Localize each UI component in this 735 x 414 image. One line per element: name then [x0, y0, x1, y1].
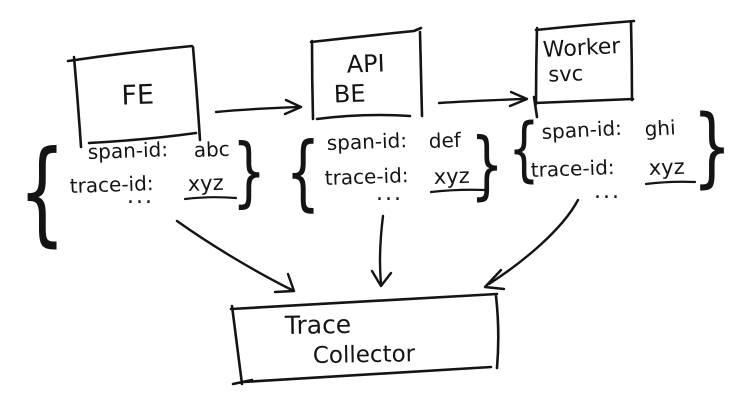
worker-trace-id-value: xyz [648, 155, 685, 180]
fe-trace-id-underline [183, 196, 238, 201]
fe-span-id-label: span-id: [87, 137, 168, 164]
fe-to-collector-arrow-line [175, 219, 294, 292]
api-be-box-outline [309, 26, 424, 121]
edge-api-to-worker [437, 90, 529, 108]
worker-svc-box-label-line1: Worker [542, 34, 622, 63]
node-worker-svc: Worker svc { } span-id: ghi trace-id: xy… [508, 19, 732, 204]
api-to-collector-arrowhead [370, 269, 393, 288]
fe-annotation-close-brace-icon: } [232, 128, 266, 216]
node-api-be: API BE { } span-id: def trace-id: xyz ..… [286, 26, 504, 221]
trace-collector-box-outline [229, 292, 500, 386]
worker-ellipsis: ... [594, 179, 621, 204]
api-annotation-open-brace-icon: { [286, 125, 321, 220]
fe-box-outline [66, 44, 202, 149]
fe-to-collector-arrowhead [273, 272, 296, 294]
edge-fe-to-collector [175, 219, 296, 294]
api-ellipsis: ... [376, 181, 403, 206]
worker-annotation-close-brace-icon: } [692, 97, 731, 197]
api-be-box-label-line2: BE [333, 79, 366, 108]
edge-fe-to-api [214, 98, 303, 116]
worker-annotation-open-brace-icon: { [508, 109, 539, 190]
fe-trace-id-value: xyz [187, 171, 224, 196]
fe-ellipsis: ... [127, 184, 154, 209]
api-to-worker-arrow-line [437, 97, 525, 105]
fe-span-id-value: abc [193, 137, 230, 162]
worker-to-collector-arrowhead [483, 268, 506, 291]
api-span-id-label: span-id: [326, 128, 407, 155]
worker-span-id-label: span-id: [541, 116, 622, 144]
api-span-id-value: def [428, 128, 462, 153]
fe-annotation-open-brace-icon: { [18, 126, 66, 258]
api-to-collector-arrow-line [378, 214, 385, 286]
node-trace-collector: Trace Collector [229, 292, 500, 386]
worker-svc-box-label-line2: svc [548, 61, 584, 86]
api-trace-id-underline [429, 188, 487, 194]
fe-box-label: FE [121, 79, 155, 111]
worker-svc-box-outline [532, 19, 636, 119]
worker-trace-id-label: trace-id: [530, 155, 615, 182]
api-trace-id-value: xyz [433, 164, 470, 189]
api-trace-id-label: trace-id: [324, 163, 409, 190]
fe-to-api-arrow-line [214, 105, 300, 114]
worker-span-id-value: ghi [644, 115, 676, 141]
fe-trace-id-label: trace-id: [69, 171, 154, 198]
trace-collector-label-line2: Collector [313, 341, 416, 369]
api-to-worker-arrowhead [508, 90, 529, 108]
trace-collector-label-line1: Trace [284, 310, 352, 340]
fe-to-api-arrowhead [283, 98, 303, 116]
api-be-box-label-line1: API [346, 49, 385, 78]
edge-worker-to-collector [483, 198, 580, 291]
worker-to-collector-arrow-line [487, 198, 580, 286]
worker-trace-id-underline [644, 180, 697, 186]
api-annotation-close-brace-icon: } [471, 123, 504, 209]
node-fe: FE { } span-id: abc trace-id: xyz ... [18, 44, 266, 258]
edge-api-to-collector [370, 214, 393, 288]
